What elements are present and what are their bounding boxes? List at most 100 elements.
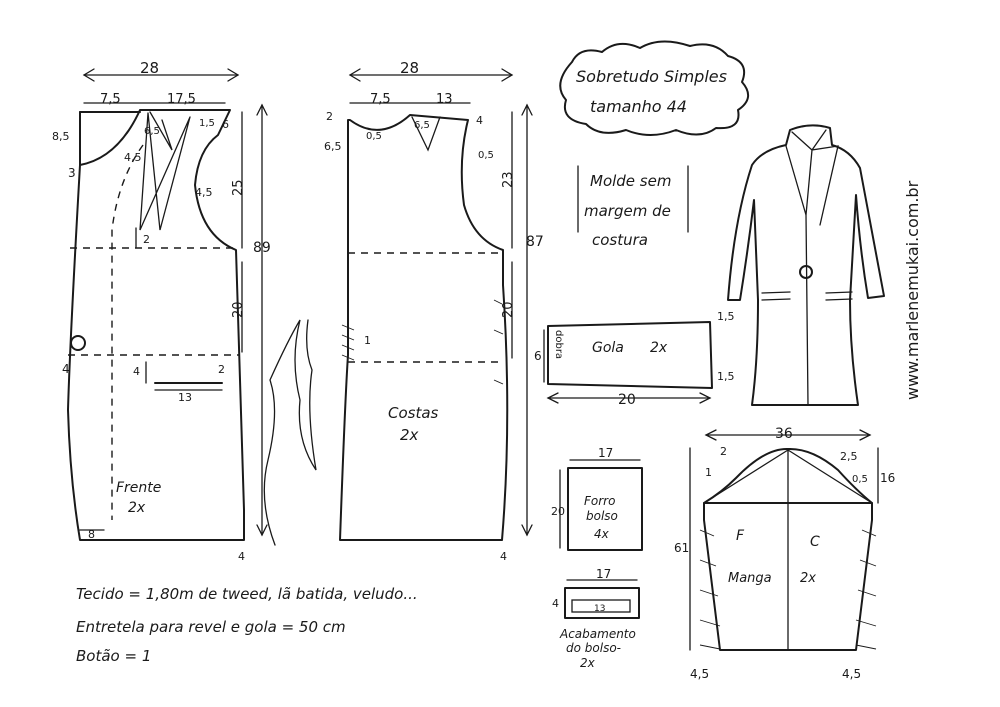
- front-pocket-r: 2: [218, 363, 225, 376]
- lining-outline: [567, 467, 643, 551]
- coat-sketch: [727, 124, 885, 406]
- title-line2: tamanho 44: [590, 97, 687, 116]
- back-waist-to-hip: 20: [501, 301, 516, 318]
- sleeve-cap-right: 2,5: [840, 450, 858, 463]
- collar-pattern: 20 6 dobra Gola 2x 1,5 1,5: [534, 310, 735, 408]
- collar-qty: 2x: [650, 340, 668, 356]
- lining-width: 17: [598, 446, 613, 460]
- back-dart: [411, 116, 441, 152]
- coat-front-edge: [805, 214, 809, 406]
- front-mark-3: 3: [68, 166, 76, 180]
- front-dart: [139, 112, 191, 231]
- coat-pocket-right: [825, 291, 853, 301]
- front-shoulder-width: 17,5: [167, 92, 196, 107]
- sleeve-hem-right: 4,5: [842, 667, 861, 681]
- back-neck-depth: 6,5: [324, 140, 342, 153]
- sleeve-cap-height: 16: [880, 471, 895, 485]
- collar-width-arrowheads: [546, 392, 712, 404]
- materials-fabric: Tecido = 1,80m de tweed, lã batida, velu…: [76, 585, 418, 603]
- back-qty: 2x: [400, 426, 419, 444]
- front-neck-depth: 8,5: [52, 130, 70, 143]
- pocket-finish-label1: Acabamento: [559, 627, 636, 641]
- front-qty: 2x: [128, 500, 146, 516]
- front-neck-width: 7,5: [100, 92, 121, 107]
- front-top-arrowheads: [82, 68, 240, 82]
- sleeve-back-mark: C: [810, 534, 820, 550]
- front-armhole: 4,5: [195, 186, 213, 199]
- back-neck-width: 7,5: [370, 92, 391, 107]
- pocket-finish-inner: [571, 599, 631, 613]
- back-shoulder-drop: 4: [476, 114, 483, 127]
- title-cloud: Sobretudo Simples tamanho 44: [559, 40, 749, 136]
- sleeve-top-arrowheads: [704, 429, 872, 441]
- pocket-finish-pattern: 17 4 13 Acabamento do bolso- 2x: [552, 567, 640, 670]
- sleeve-mark-05: 0,5: [852, 474, 868, 485]
- front-pocket-height: 4: [133, 365, 140, 378]
- back-shoulder-width: 13: [436, 92, 453, 107]
- back-side-hatch: [341, 324, 355, 361]
- sleeve-hem-left: 4,5: [690, 667, 709, 681]
- sleeve-cap-left: 2: [720, 445, 727, 458]
- back-length-arrowheads: [521, 103, 533, 537]
- front-hem-ext: 4: [238, 550, 245, 563]
- sleeve-length: 61: [674, 541, 689, 555]
- coat-pocket-left: [761, 291, 791, 301]
- front-shoulder-drop: 6: [222, 118, 229, 131]
- sleeve-right-hatch: [855, 529, 877, 650]
- pocket-finish-inner-w: 13: [594, 604, 605, 614]
- back-top-arrowheads: [348, 68, 514, 82]
- front-label: Frente: [116, 480, 161, 496]
- front-pattern: 28 7,5 17,5 4 13 4 2 8,5 3 6,5 1,5 6 4,5…: [52, 59, 271, 563]
- website-url: www.marlenemukai.com.br: [903, 180, 922, 400]
- back-label: Costas: [388, 404, 439, 422]
- lining-label1: Forro: [584, 494, 615, 508]
- front-lapel-line: [111, 144, 144, 520]
- lining-height: 20: [551, 505, 565, 518]
- lining-label2: bolso: [586, 509, 618, 523]
- note-line3: costura: [592, 231, 648, 249]
- front-dart-depth: 2: [143, 233, 150, 246]
- pocket-finish-width: 17: [596, 567, 611, 581]
- back-armhole-depth: 23: [501, 171, 516, 188]
- pocket-finish-height: 4: [552, 597, 559, 610]
- back-outline: [339, 114, 509, 541]
- back-hem-ext: 4: [500, 550, 507, 563]
- front-dart-side: 4,5: [124, 151, 142, 164]
- title-cloud-outline: [559, 40, 749, 136]
- sleeve-left-hatch: [699, 529, 721, 650]
- sleeve-label: Manga: [728, 571, 772, 586]
- sleeve-qty: 2x: [800, 571, 816, 586]
- front-waist-to-pocket: 20: [231, 301, 246, 318]
- front-button: [70, 335, 86, 351]
- collar-top-r: 1,5: [717, 310, 735, 323]
- sleeve-mark-1: 1: [705, 466, 712, 479]
- back-dart-size: 6,5: [414, 120, 430, 131]
- coat-outline: [727, 124, 885, 406]
- seam-note: Molde sem margem de costura: [577, 165, 689, 249]
- pocket-finish-qty: 2x: [580, 656, 596, 670]
- back-armhole: 0,5: [478, 150, 494, 161]
- coat-collar-lapel: [785, 129, 839, 226]
- front-pocket-width: 13: [178, 391, 192, 404]
- front-dart-a: 6,5: [144, 126, 160, 137]
- collar-width: 20: [618, 392, 636, 408]
- sleeve-front-mark: F: [736, 528, 745, 544]
- back-neck-rise: 2: [326, 110, 333, 123]
- sleeve-outline: [703, 447, 873, 651]
- collar-outline: [547, 321, 713, 389]
- collar-label: Gola: [592, 340, 624, 356]
- sleeve-top-width: 36: [775, 426, 793, 442]
- sleeve-cap-guides: [703, 449, 873, 504]
- back-top-width: 28: [400, 59, 419, 77]
- back-neck-small: 0,5: [366, 131, 382, 142]
- front-total-length: 89: [253, 240, 271, 256]
- back-pattern: 28 7,5 13 2 0,5 6,5 6,5 4 0,5 1 23 20: [324, 59, 544, 563]
- collar-height: 6: [534, 349, 542, 363]
- front-button-offset: 4: [62, 362, 70, 376]
- collar-fold: dobra: [553, 330, 564, 359]
- front-length-arrowheads: [256, 103, 268, 537]
- pocket-finish-outline: [564, 587, 640, 619]
- note-line2: margem de: [584, 202, 671, 220]
- lining-pattern: 17 20 Forro bolso 4x: [551, 446, 643, 551]
- signature-drawing: [263, 319, 317, 546]
